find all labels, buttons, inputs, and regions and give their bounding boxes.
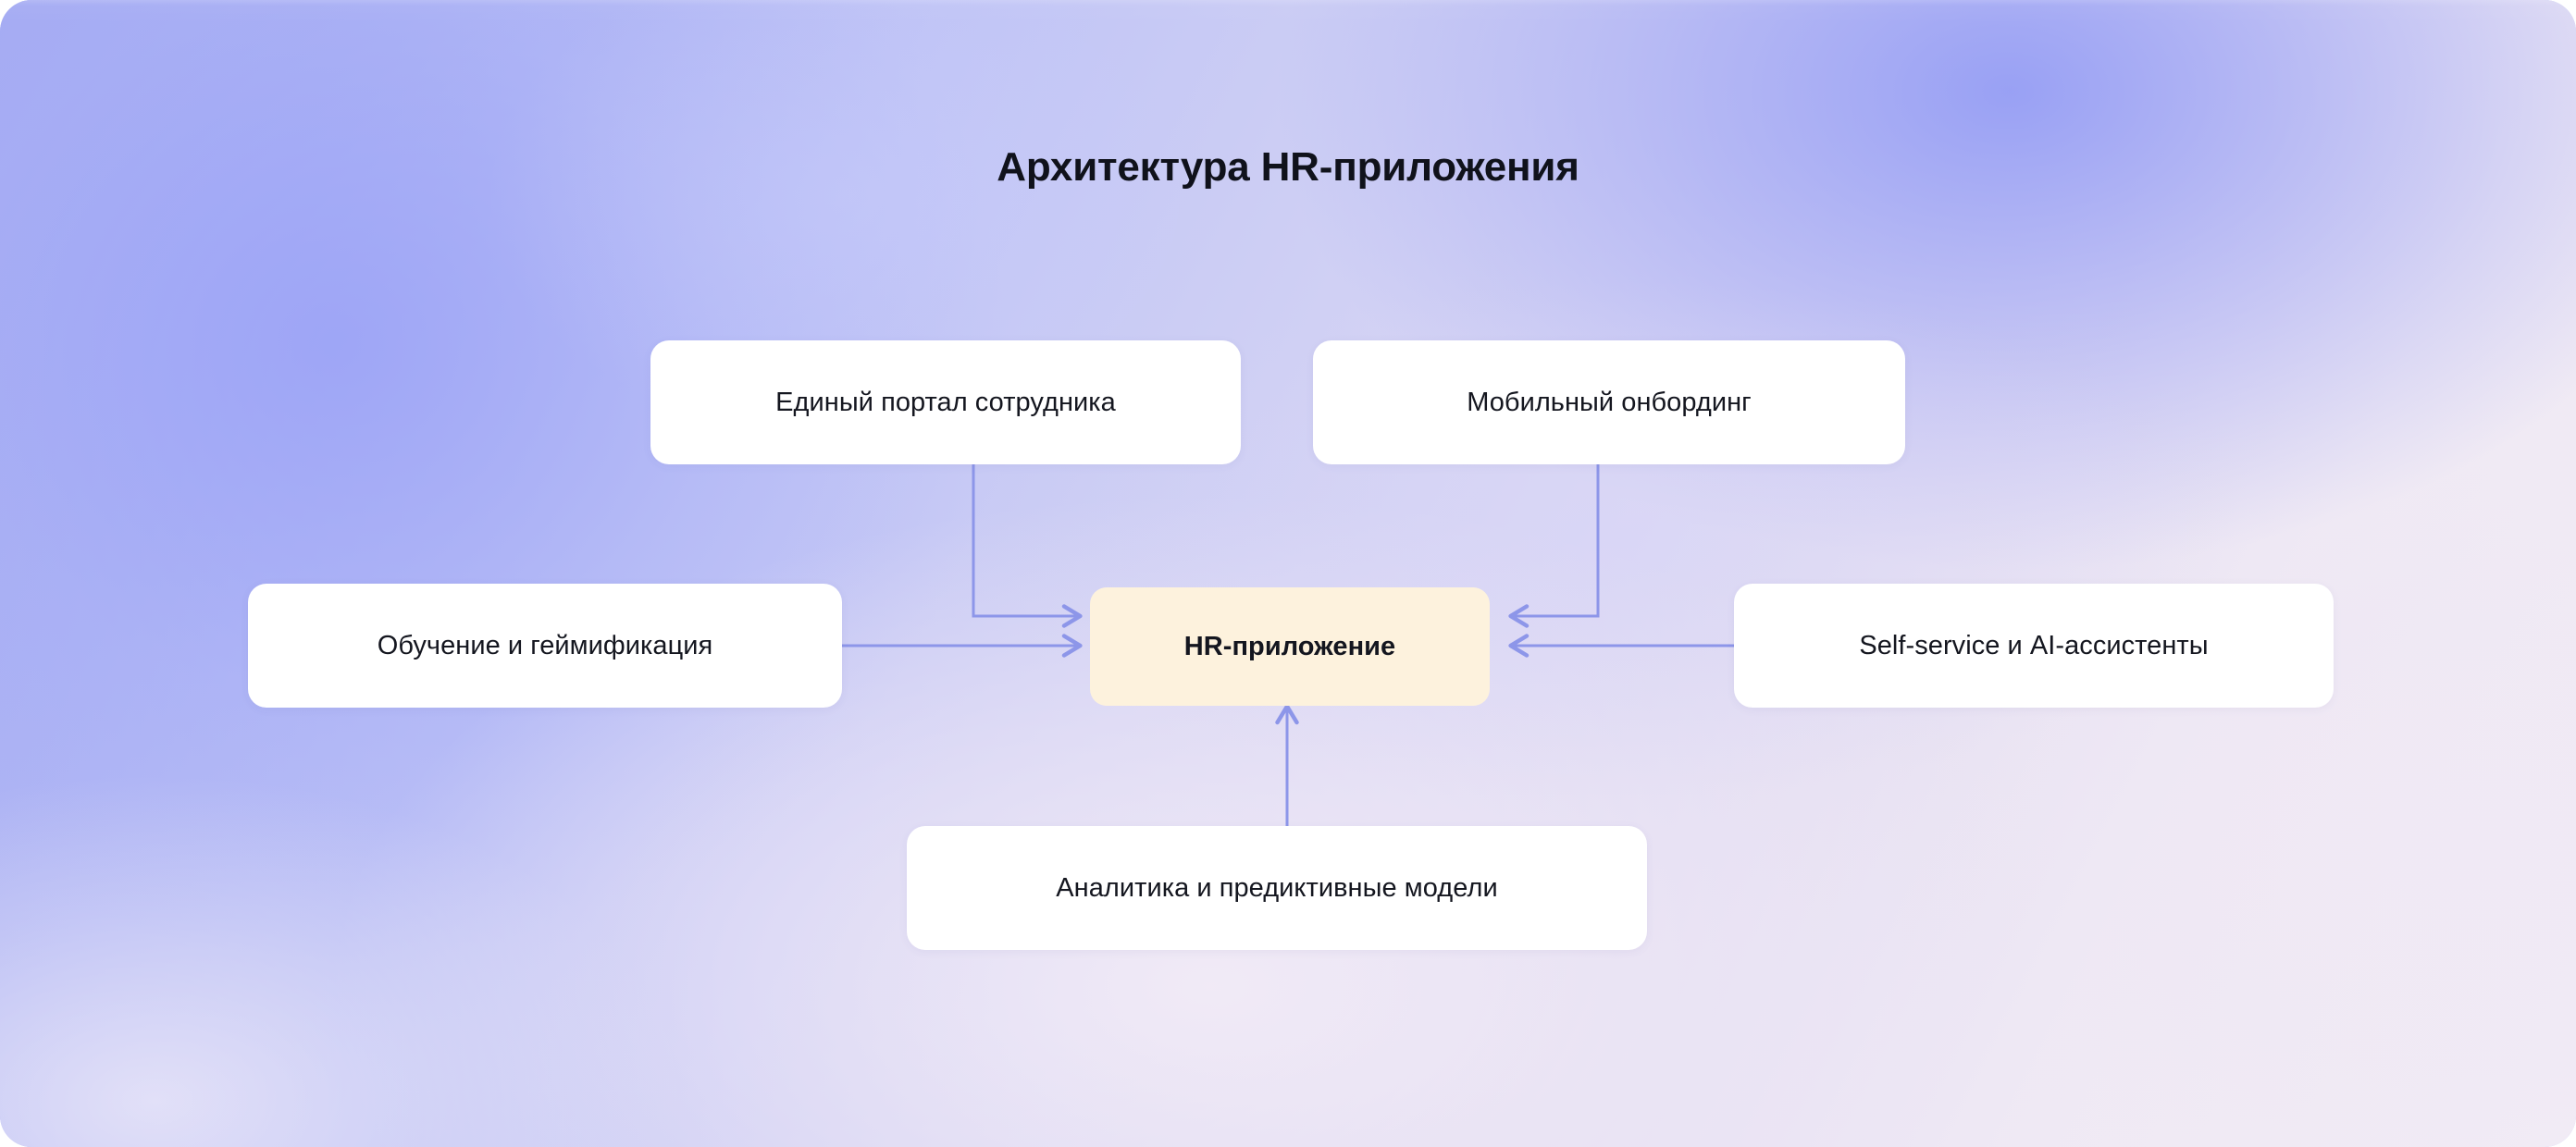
diagram-title: Архитектура HR-приложения xyxy=(997,144,1579,190)
node-hr-app-center[interactable]: HR-приложение xyxy=(1090,587,1490,706)
node-employee-portal[interactable]: Единый портал сотрудника xyxy=(650,340,1241,464)
node-mobile-onboarding[interactable]: Мобильный онбординг xyxy=(1313,340,1905,464)
edge-mobile-onboarding-to-hr-app xyxy=(1508,464,1600,628)
node-learning-gamification[interactable]: Обучение и геймификация xyxy=(248,584,842,708)
node-analytics-predictive[interactable]: Аналитика и предиктивные модели xyxy=(907,826,1647,950)
edge-employee-portal-to-hr-app xyxy=(972,464,1083,628)
node-self-service-ai[interactable]: Self-service и AI-ассистенты xyxy=(1734,584,2334,708)
